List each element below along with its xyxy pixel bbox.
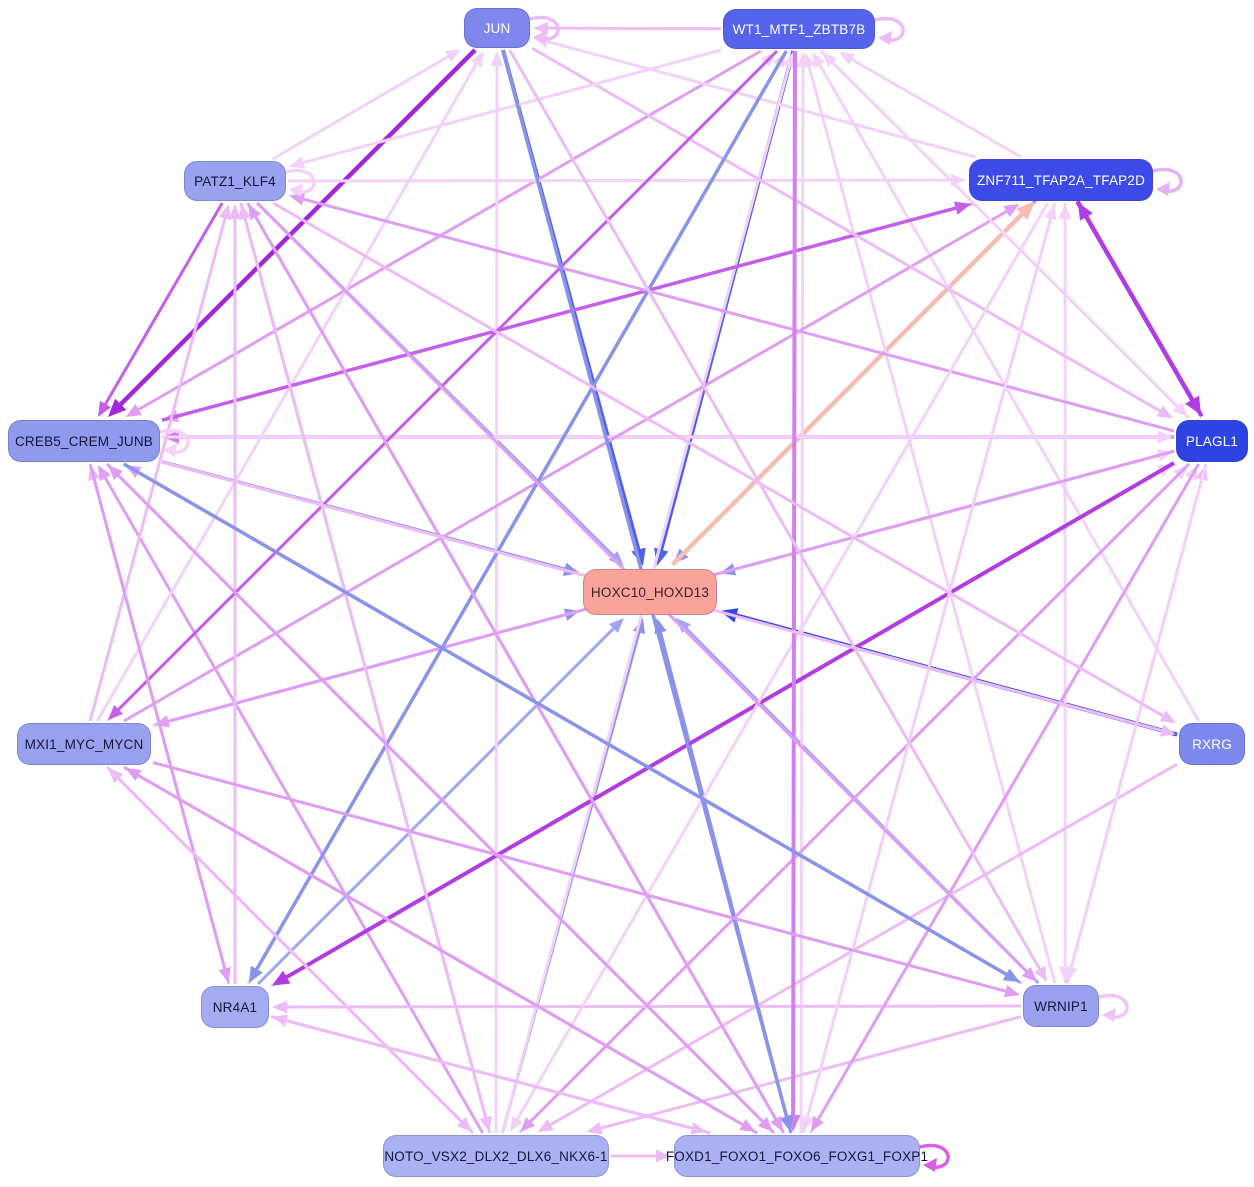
edge-ZNF-FOX (801, 202, 1057, 1132)
edge-WT1-CRE (125, 49, 762, 417)
edge-JUN-WRN (508, 49, 1048, 982)
node-hox[interactable]: HOXC10_HOXD13 (583, 569, 717, 615)
edge-NR4-HOX (256, 618, 624, 986)
node-cre[interactable]: CREB5_CREM_JUNB (8, 420, 160, 462)
edge-CRE-FOX (105, 462, 774, 1132)
edge-PLA-PAT (289, 193, 1175, 433)
edge-CRE-PLA (162, 430, 1173, 444)
edge-WT1-MXI (108, 49, 779, 720)
edge-MXI-FOX (123, 765, 756, 1132)
edge-PLA-NOT (520, 462, 1191, 1132)
edge-PAT-NOT (239, 202, 492, 1132)
edge-WRN-NOT (586, 1015, 1022, 1135)
self-loop-PAT (285, 168, 316, 197)
edge-NOT-JUN (490, 51, 504, 1134)
edge-MXI-WRN (152, 761, 1020, 998)
node-mxi[interactable]: MXI1_MYC_MYCN (17, 723, 151, 765)
node-fox[interactable]: FOXD1_FOXO1_FOXO6_FOXG1_FOXP1 (666, 1135, 928, 1177)
self-loop-WT1 (874, 16, 905, 45)
node-wrn[interactable]: WRNIP1 (1023, 985, 1099, 1027)
node-znf[interactable]: ZNF711_TFAP2A_TFAP2D (969, 159, 1153, 201)
edge-PLA-WRN (1065, 463, 1208, 982)
edge-PAT-FOX (246, 202, 784, 1132)
edge-WT1-JUN (533, 21, 722, 35)
edge-NR4-FOX (270, 1015, 707, 1135)
edge-PLA-NR4 (272, 461, 1176, 986)
node-pat[interactable]: PATZ1_KLF4 (184, 161, 286, 201)
node-rxr[interactable]: RXRG (1179, 723, 1245, 765)
edge-PAT-ZNF (287, 173, 966, 187)
edge-RXR-NOT (537, 762, 1178, 1132)
edge-RXR-WT1 (812, 52, 1201, 722)
edge-PLA-FOX (810, 463, 1200, 1132)
edge-WT1-FOX (785, 50, 801, 1132)
edge-ZNF-PLA (1075, 200, 1202, 416)
edge-WT1-PLA (819, 49, 1188, 417)
edge-NR4-PAT (228, 204, 242, 984)
edge-WRN-WT1 (802, 52, 1057, 984)
self-loop-JUN (529, 15, 560, 44)
edge-NOT-FOX (611, 1149, 671, 1163)
node-pla[interactable]: PLAGL1 (1176, 420, 1248, 462)
edge-MXI-PAT (88, 204, 232, 722)
node-wt1[interactable]: WT1_MTF1_ZBTB7B (723, 9, 875, 49)
edge-NOT-CRE (97, 465, 485, 1134)
edge-CRE-ZNF (161, 201, 972, 422)
edge-MXI-JUN (95, 51, 484, 722)
self-loop-ZNF (1152, 167, 1183, 196)
edge-PAT-JUN (271, 49, 461, 161)
node-jun[interactable]: JUN (464, 8, 530, 48)
self-loop-FOX (919, 1143, 950, 1172)
edge-JUN-PLA (531, 46, 1173, 419)
edge-FOX-WT1 (796, 52, 810, 1134)
edge-HOX-ZNF (670, 201, 1035, 567)
edge-CRE-NR4 (88, 463, 231, 983)
self-loop-CRE (159, 428, 190, 457)
edge-ZNF-WT1 (838, 52, 1022, 159)
edge-PAT-RXR (272, 201, 1176, 724)
edge-PAT-CRE (97, 202, 224, 417)
edge-WT1-NR4 (248, 50, 788, 983)
node-nr4[interactable]: NR4A1 (201, 986, 269, 1028)
node-not[interactable]: NOTO_VSX2_DLX2_DLX6_NKX6-1 (383, 1135, 609, 1177)
self-loop-WRN (1098, 993, 1129, 1022)
edge-ZNF-NOT (509, 202, 1049, 1132)
edge-CRE-WRN (122, 462, 1020, 983)
edge-MXI-NOT (105, 765, 472, 1132)
edge-WT1-PAT (289, 48, 722, 169)
edge-WRN-NR4 (272, 1000, 1022, 1014)
edge-JUN-CRE (108, 48, 477, 417)
edge-MXI-ZNF (123, 204, 1020, 723)
